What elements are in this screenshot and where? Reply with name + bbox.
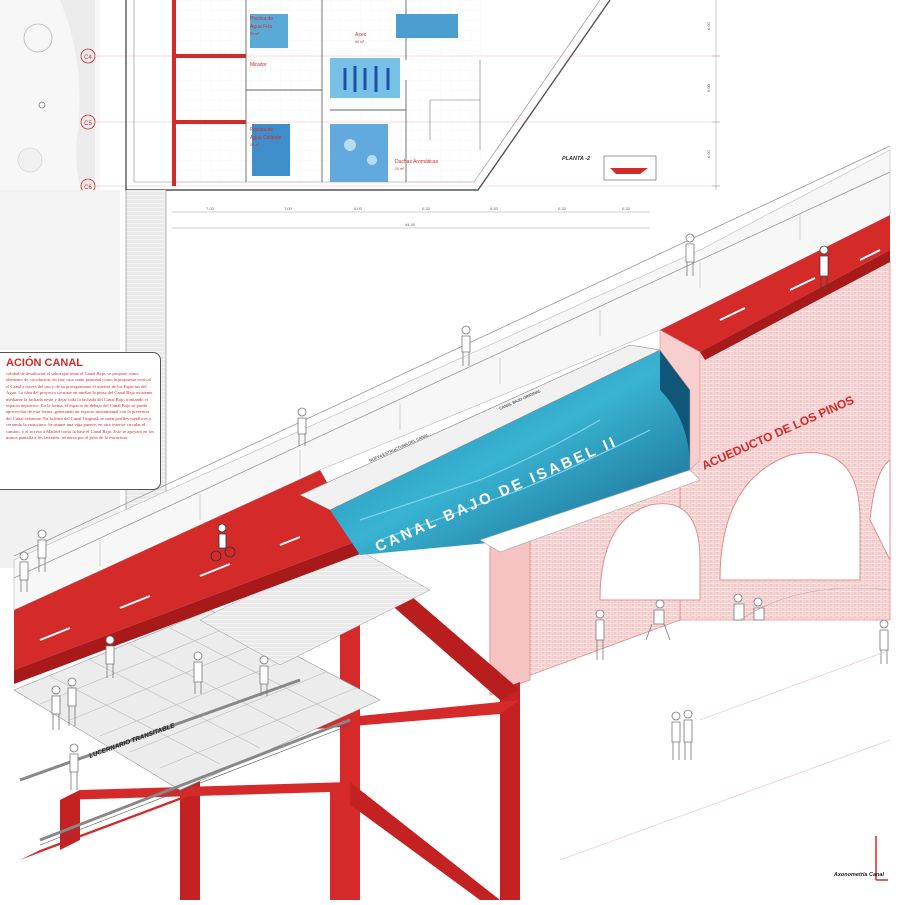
person-figure bbox=[879, 619, 889, 664]
dim-bottom-5: 6,30 bbox=[490, 206, 499, 211]
room-pool-hot-label2: Agua Caliente bbox=[250, 135, 282, 141]
person-figure bbox=[753, 597, 765, 621]
dim-bottom-4: 6,30 bbox=[422, 206, 431, 211]
park-strip bbox=[0, 190, 120, 350]
room-duchas-area: 20 m² bbox=[395, 167, 405, 171]
room-labels: Piscina de Agua Fría 20 m² Mirador Aseo … bbox=[250, 16, 439, 171]
dim-bottom-7: 6,30 bbox=[622, 206, 631, 211]
dim-total: 44,30 bbox=[405, 222, 416, 227]
person-figure bbox=[67, 677, 77, 726]
person-figure bbox=[671, 711, 681, 760]
person-figure bbox=[819, 245, 829, 290]
description-panel: ACIÓN CANAL calidad de desahuciar al sab… bbox=[0, 352, 161, 490]
person-figure bbox=[19, 551, 29, 592]
room-pool-cold-label2: Agua Fría bbox=[250, 24, 272, 30]
dim-right-3: 6,00 bbox=[706, 149, 711, 158]
description-text: calidad de desahuciar al sabor que tenía… bbox=[6, 371, 154, 441]
person-figure bbox=[37, 529, 47, 572]
dim-bottom-2: 7,00 bbox=[284, 206, 293, 211]
person-figure bbox=[645, 599, 671, 641]
axis-label-c5: C5 bbox=[84, 121, 92, 127]
person-figure bbox=[461, 325, 471, 366]
level-label: PLANTA -2 bbox=[562, 156, 590, 162]
person-figure bbox=[685, 233, 695, 276]
key-plan bbox=[603, 155, 657, 181]
person-figure bbox=[193, 651, 203, 694]
person-figure bbox=[105, 635, 115, 678]
room-pool-cold-label: Piscina de bbox=[250, 16, 273, 22]
sheet-caption: Axonometría Canal bbox=[833, 872, 885, 878]
person-figure bbox=[69, 743, 79, 790]
room-aseo-label: Aseo bbox=[355, 32, 367, 38]
room-duchas-label: Duchas Aromáticas bbox=[395, 159, 439, 165]
cyclist-figure bbox=[210, 523, 236, 562]
dim-bottom-6: 6,30 bbox=[558, 206, 567, 211]
room-pool-hot-area: 20 m² bbox=[250, 143, 260, 147]
floor-plan: C4 C5 C6 Piscina de Agua Fría 2 bbox=[0, 0, 720, 230]
room-pool-hot-label: Piscina de bbox=[250, 127, 273, 133]
dim-bottom-1: 7,00 bbox=[206, 206, 215, 211]
person-figure bbox=[733, 593, 745, 621]
person-figure bbox=[297, 407, 307, 446]
red-path bbox=[13, 145, 891, 684]
axis-label-c6: C6 bbox=[84, 185, 92, 191]
person-figure bbox=[595, 609, 605, 660]
person-figure bbox=[51, 685, 61, 730]
people-figures bbox=[19, 233, 889, 790]
room-mirador-label: Mirador bbox=[250, 62, 267, 68]
axis-label-c4: C4 bbox=[84, 55, 92, 61]
dim-right-2: 6,00 bbox=[706, 83, 711, 92]
room-pool-cold-area: 20 m² bbox=[250, 32, 260, 36]
aqueduct bbox=[489, 259, 891, 696]
dim-bottom-3: 6,00 bbox=[354, 206, 363, 211]
room-aseo-area: 60 m² bbox=[355, 40, 365, 44]
person-figure bbox=[683, 709, 693, 760]
dim-right-1: 6,00 bbox=[706, 21, 711, 30]
person-figure bbox=[259, 655, 269, 696]
canal: NUEVA ESTRUCTURA DEL CANAL CANAL BAJO OR… bbox=[299, 329, 701, 556]
description-title: ACIÓN CANAL bbox=[6, 357, 83, 369]
